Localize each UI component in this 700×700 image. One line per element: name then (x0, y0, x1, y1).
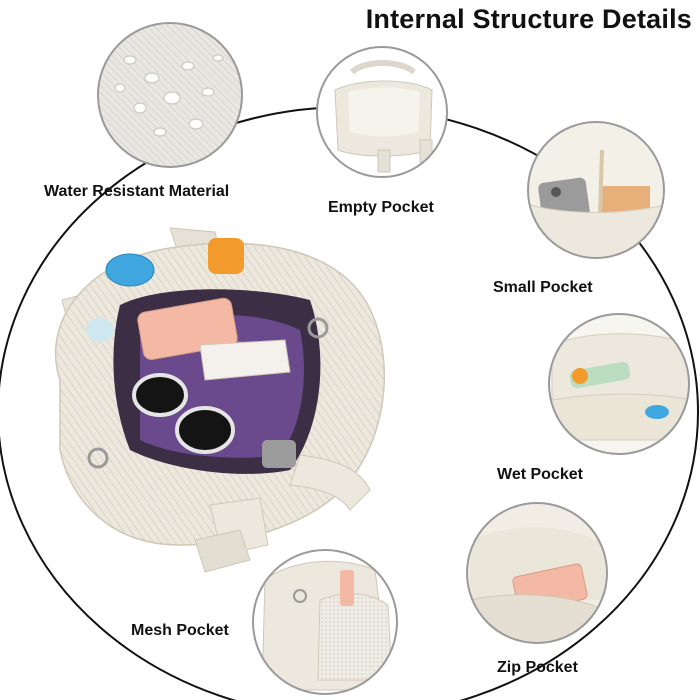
water-resistant-fabric-photo (97, 22, 243, 168)
main-bag-photo (54, 227, 385, 573)
small-pocket-photo (527, 121, 665, 259)
mesh-pocket-photo (252, 549, 398, 695)
wet-pocket-photo (548, 313, 690, 455)
label-zip-pocket: Zip Pocket (497, 659, 578, 676)
label-empty-pocket: Empty Pocket (328, 199, 434, 216)
label-wet-pocket: Wet Pocket (497, 466, 583, 483)
label-small-pocket: Small Pocket (493, 279, 593, 296)
sunglasses (132, 373, 235, 454)
label-mesh-pocket: Mesh Pocket (131, 622, 229, 639)
label-water-resistant-material: Water Resistant Material (44, 183, 230, 200)
zip-pocket-photo (466, 502, 608, 644)
page-title: Internal Structure Details (365, 4, 692, 34)
empty-pocket-photo (316, 46, 448, 178)
